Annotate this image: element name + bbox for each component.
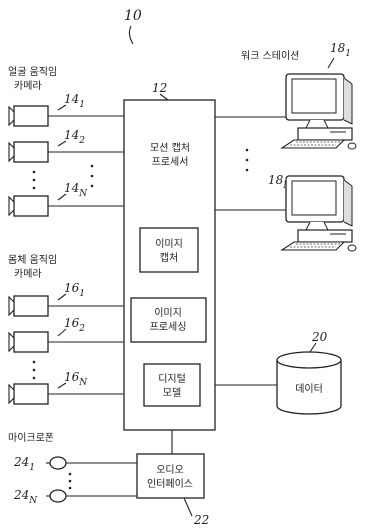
face-camera-n-ref: 14N (64, 181, 88, 199)
image-processing-line2: 프로세싱 (150, 321, 187, 333)
microphone-label: 마이크로폰 (8, 432, 54, 444)
face-camera-n-leader (58, 194, 66, 200)
digital-model-line2: 모델 (163, 387, 181, 399)
face-camera-label-line1: 얼굴 움직임 (8, 65, 57, 78)
body-camera-n-leader (58, 383, 66, 388)
microphone-1 (46, 457, 66, 469)
database-ref: 20 (311, 330, 328, 344)
body-camera-ellipsis (33, 361, 36, 380)
face-camera-1 (9, 106, 48, 126)
image-capture-line1: 이미지 (155, 238, 183, 250)
workstation-1 (282, 74, 356, 149)
image-capture-module (140, 228, 198, 272)
body-camera-1-leader (58, 294, 66, 300)
database-cylinder (277, 352, 341, 414)
body-camera-1 (9, 296, 48, 316)
database-ref-leader (310, 343, 316, 352)
body-camera-1-ref: 161 (64, 281, 85, 299)
face-camera-ellipsis (33, 165, 94, 190)
figure-leader (129, 26, 133, 44)
body-camera-label-line1: 몸체 움직임 (8, 253, 57, 266)
face-camera-n (9, 196, 48, 216)
image-processing-module (131, 298, 206, 342)
body-camera-2 (9, 332, 48, 352)
mic-n-ref: 24N (13, 488, 38, 506)
body-camera-2-ref: 162 (64, 316, 85, 334)
figure-number: 10 (124, 8, 142, 24)
digital-model-module (144, 364, 200, 406)
workstation-label: 워크 스테이션 (241, 49, 299, 62)
audio-interface-line2: 인터페이스 (147, 478, 193, 490)
workstation-ellipsis (246, 149, 249, 172)
mic-1-ref: 241 (13, 455, 35, 473)
microphone-n (46, 490, 66, 502)
face-camera-2-leader (58, 141, 66, 146)
image-processing-line1: 이미지 (154, 307, 182, 319)
microphone-ellipsis (69, 473, 72, 490)
face-camera-2 (9, 142, 48, 162)
digital-model-line1: 디지털 (158, 373, 186, 385)
workstation-1-leader (328, 58, 334, 68)
processor-title-line1: 모션 캡처 (150, 142, 190, 154)
workstation-1-ref: 181 (330, 41, 351, 59)
audio-interface-ref-leader (184, 498, 192, 516)
face-camera-label-line2: 카메라 (14, 80, 42, 92)
database-label: 데이터 (295, 383, 323, 395)
audio-interface-block (137, 454, 204, 498)
body-camera-label-line2: 카메라 (14, 268, 42, 280)
audio-interface-ref: 22 (193, 513, 209, 527)
audio-interface-line1: 오디오 (156, 464, 184, 476)
face-camera-2-ref: 142 (64, 128, 85, 146)
workstation-n (282, 176, 356, 251)
body-camera-n-ref: 16N (64, 370, 88, 388)
image-capture-line2: 캡처 (160, 252, 178, 264)
body-camera-n (9, 384, 48, 404)
face-camera-1-leader (58, 105, 66, 110)
processor-ref: 12 (152, 81, 167, 95)
body-camera-2-leader (58, 329, 66, 336)
processor-title-line2: 프로세서 (152, 156, 189, 168)
face-camera-1-ref: 141 (64, 92, 85, 110)
